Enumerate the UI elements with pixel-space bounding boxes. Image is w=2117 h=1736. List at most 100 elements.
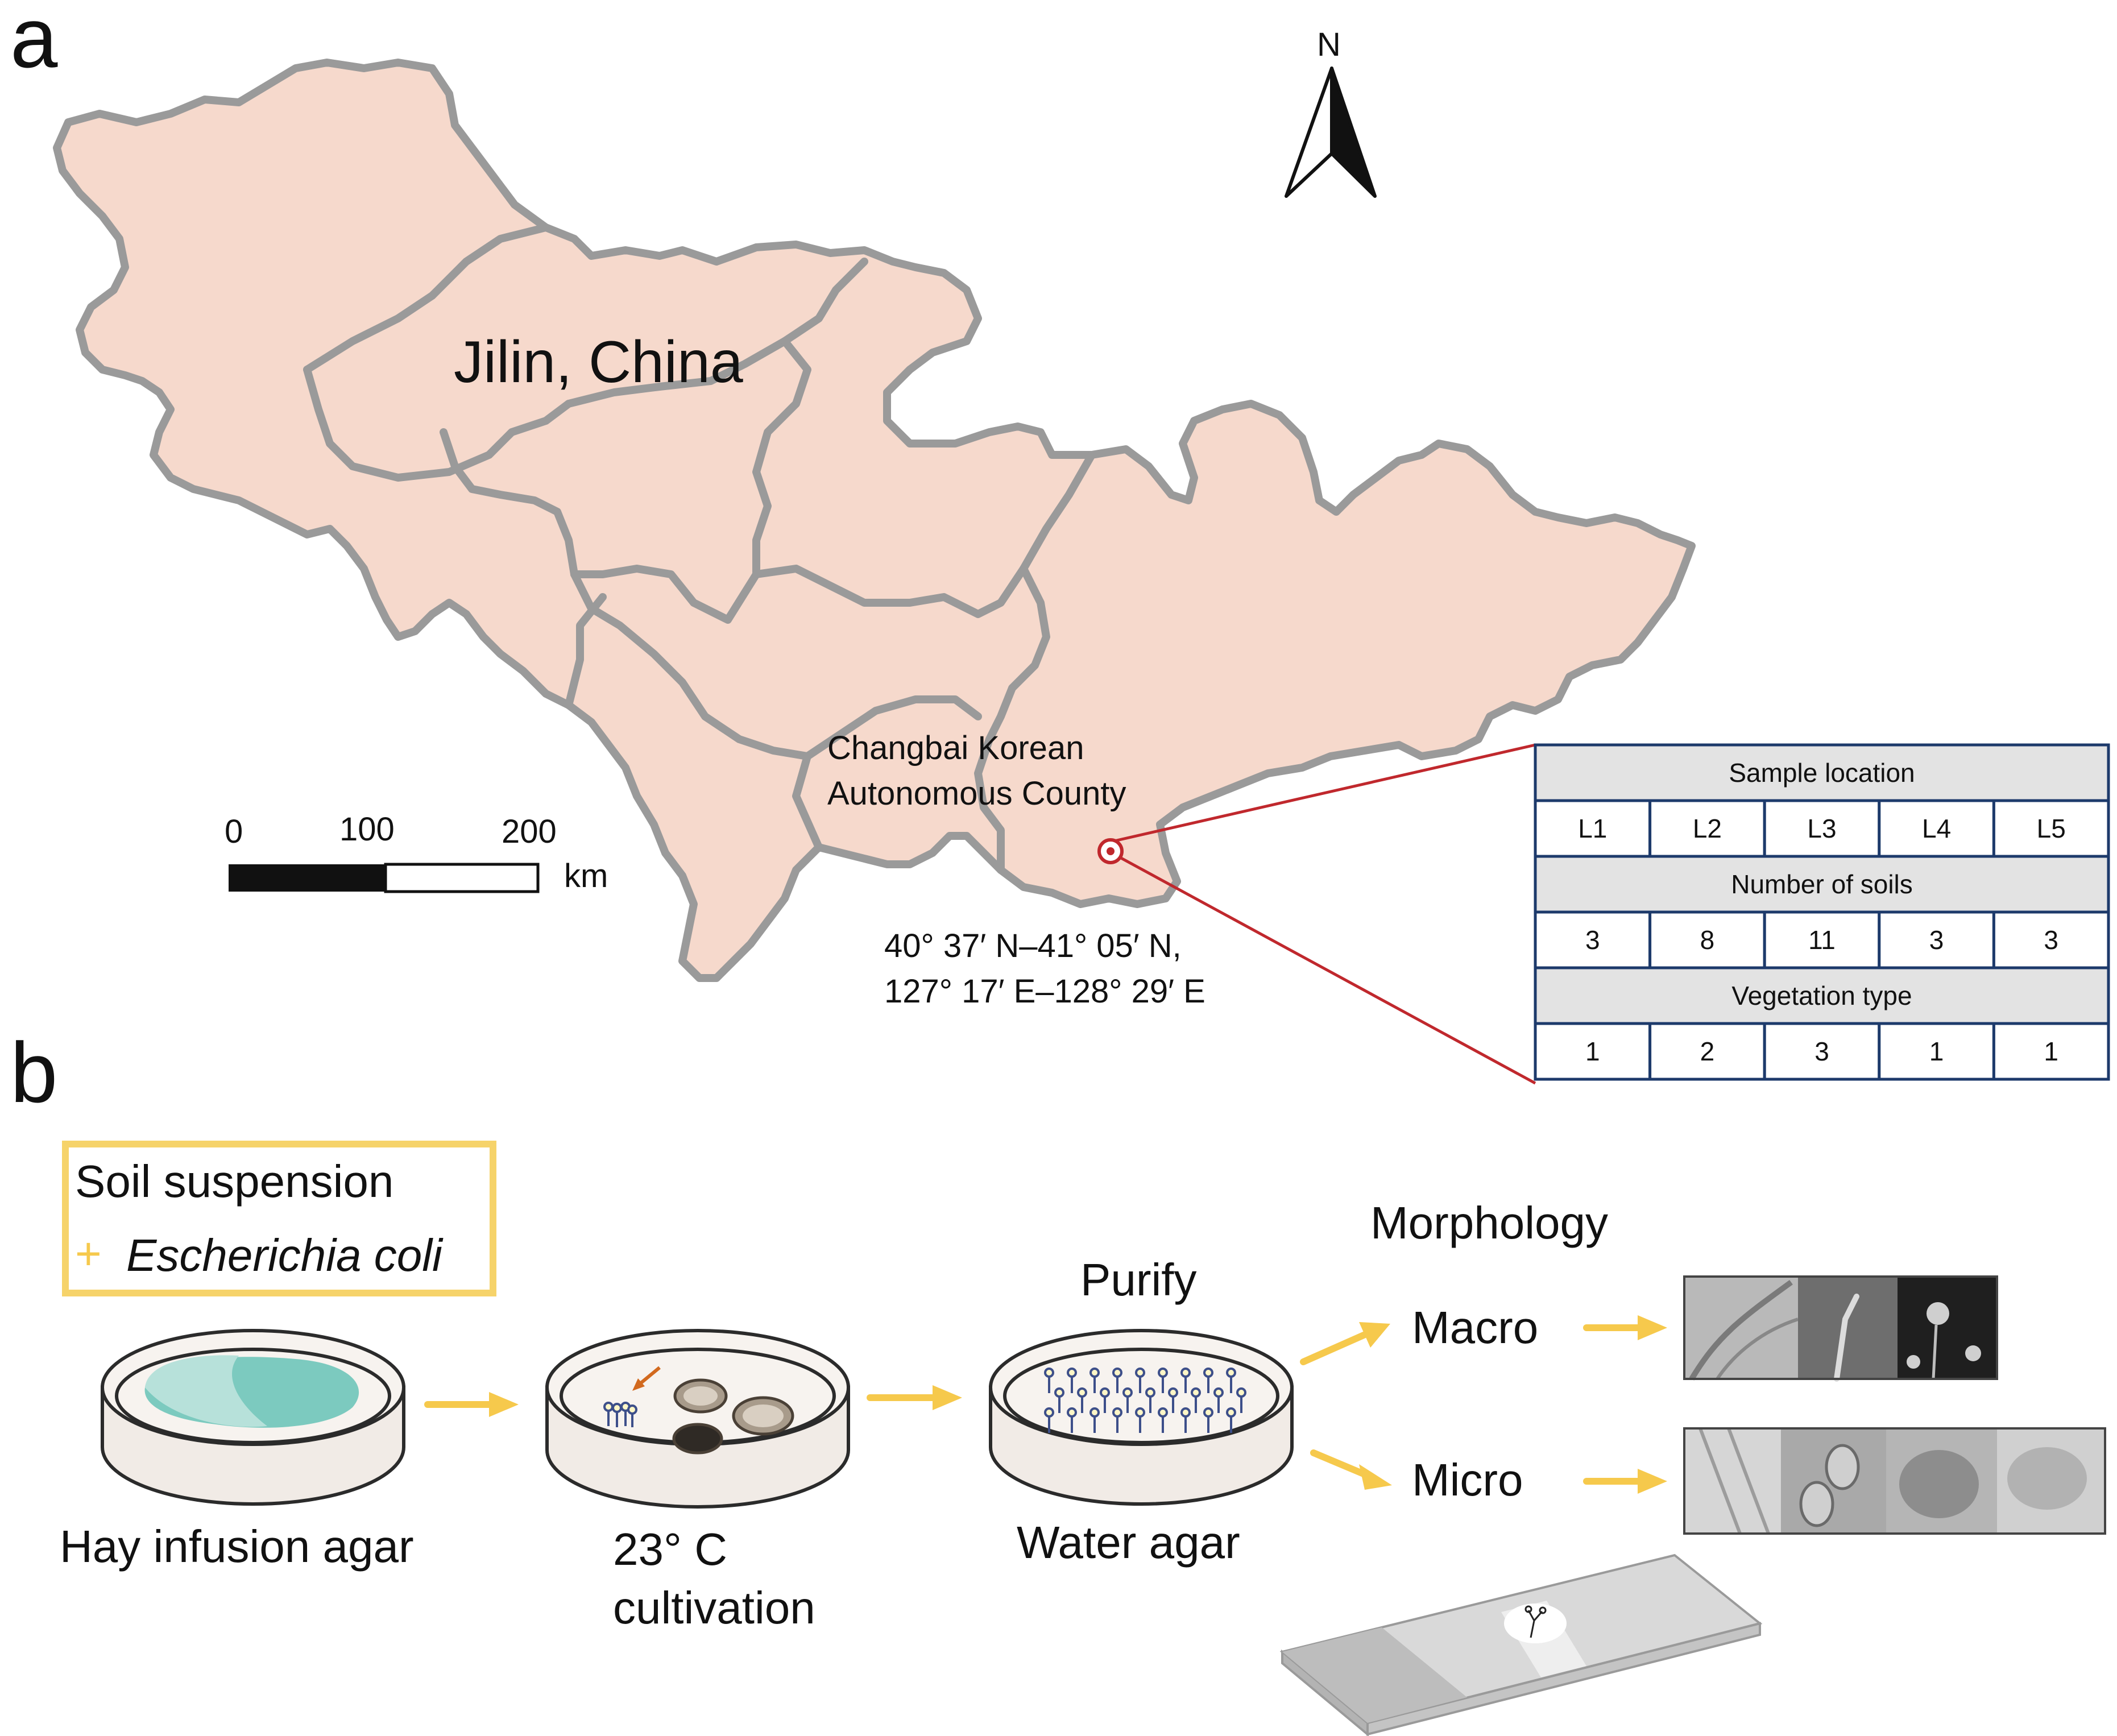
table-header-cell	[1534, 966, 2110, 1025]
panel-b-label: b	[10, 1025, 57, 1120]
table-cell	[1992, 1022, 2110, 1081]
fungus-spore-head	[1203, 1407, 1213, 1418]
jilin-map	[53, 59, 1696, 982]
fungus-spore-head	[1158, 1368, 1168, 1378]
inoculum-line1: Soil suspension	[75, 1156, 393, 1207]
table-header: Sample location	[1729, 758, 1915, 788]
prefecture-border	[565, 258, 868, 408]
arrow-icon	[1583, 1315, 1667, 1340]
prefecture-border	[752, 337, 811, 578]
fungus-spore-head	[1054, 1387, 1064, 1398]
table-cell-value: 1	[1929, 1037, 1944, 1066]
coordinates-line1: 40° 37′ N–41° 05′ N,	[884, 927, 1182, 964]
scale-bar-black	[229, 864, 386, 892]
table-header: Vegetation type	[1731, 981, 1912, 1010]
table-cell	[1763, 799, 1881, 858]
fungus-spore-head	[1203, 1368, 1213, 1378]
prefecture-border	[565, 593, 607, 709]
sample-site-callout	[1097, 743, 1536, 1085]
fungus-spore-head	[1112, 1407, 1122, 1418]
prefecture-border	[570, 565, 760, 624]
prefecture-border	[303, 223, 550, 374]
fungus-spore-head	[1213, 1387, 1224, 1398]
prefecture-border	[974, 565, 1050, 874]
fungus-spore-head	[1089, 1407, 1100, 1418]
table-cell-value: L4	[1922, 814, 1951, 843]
prefecture-border	[803, 695, 982, 760]
table-cell-value: L1	[1578, 814, 1607, 843]
fungus-spore-head	[1100, 1387, 1110, 1398]
scale-tick-200: 200	[502, 813, 557, 850]
table-cell-value: 8	[1700, 925, 1715, 955]
fungus-colonies-icon	[1044, 1368, 1246, 1433]
prefecture-border	[752, 451, 1096, 618]
table-cell	[1534, 910, 1652, 969]
table-cell-value: 2	[1700, 1037, 1715, 1066]
sample-site-dot-icon	[1107, 847, 1115, 855]
fungus-spore-head	[1044, 1368, 1054, 1378]
fungus-spore-head	[1122, 1387, 1133, 1398]
cultivation-label: cultivation	[613, 1582, 815, 1633]
micro-micrographs	[1683, 1427, 2106, 1535]
table-cell	[1648, 1022, 1766, 1081]
fungus-spore-head	[1044, 1407, 1054, 1418]
water-agar-label: Water agar	[1017, 1517, 1240, 1568]
table-cell-value: 3	[1585, 925, 1600, 955]
inoculum-box-border	[62, 1141, 496, 1296]
arrow-icon	[1300, 1322, 1390, 1365]
fungus-spore-head	[1226, 1407, 1236, 1418]
fungus-spore-head	[1135, 1368, 1145, 1378]
prefecture-border	[440, 428, 578, 578]
hay-infusion-label: Hay infusion agar	[60, 1521, 414, 1572]
table-header-cell	[1534, 855, 2110, 914]
fungus-spore-head	[1191, 1387, 1201, 1398]
fungus-spore-head	[1158, 1407, 1168, 1418]
microscope-slide-icon	[1279, 1553, 1763, 1736]
north-arrow-right-icon	[1330, 67, 1377, 198]
macro-micrographs	[1683, 1275, 1998, 1382]
table-cell	[1878, 1022, 1995, 1081]
scale-bar: 0 100 200 km	[225, 811, 608, 894]
coordinates-line2: 127° 17′ E–128° 29′ E	[884, 973, 1205, 1010]
table-header: Number of soils	[1731, 869, 1913, 899]
prefecture-border	[792, 752, 823, 851]
plus-icon: +	[75, 1228, 102, 1279]
fungus-spore-head	[1089, 1368, 1100, 1378]
jilin-outline	[53, 59, 1696, 982]
fungus-spore-head	[1168, 1387, 1178, 1398]
scale-tick-0: 0	[225, 813, 243, 850]
fungus-spore-head	[1236, 1387, 1246, 1398]
table-cell	[1648, 799, 1766, 858]
fungus-spore-head	[1077, 1387, 1087, 1398]
prefecture-border	[570, 570, 811, 760]
north-arrow: N	[1285, 26, 1377, 198]
purify-label: Purify	[1080, 1254, 1197, 1305]
cultivation-temp-label: 23° C	[613, 1524, 727, 1575]
table-cell-value: L3	[1807, 814, 1836, 843]
scale-tick-100: 100	[339, 811, 395, 848]
fungus-spore-head	[1135, 1407, 1145, 1418]
callout-line-top	[1111, 743, 1536, 843]
inoculum-organism: Escherichia coli	[126, 1230, 444, 1281]
scale-unit: km	[564, 857, 608, 894]
table-cell-value: 3	[1929, 925, 1944, 955]
table-cell-value: 3	[2044, 925, 2058, 955]
macro-label: Macro	[1412, 1302, 1538, 1353]
hay-infusion-dish-icon	[101, 1329, 405, 1506]
panel-a-label: a	[10, 0, 58, 85]
table-cell-value: L2	[1693, 814, 1722, 843]
arrow-icon	[867, 1385, 962, 1410]
arrow-icon	[424, 1392, 519, 1417]
fungus-spore-head	[1145, 1387, 1155, 1398]
fungus-spore-head	[1067, 1368, 1077, 1378]
fungus-spore-head	[1112, 1368, 1122, 1378]
table-cell	[1992, 910, 2110, 969]
site-name-line1: Changbai Korean	[827, 730, 1084, 767]
water-agar-dish-icon	[989, 1329, 1294, 1506]
macro-micrograph	[1798, 1277, 1898, 1379]
callout-line-bottom	[1111, 851, 1536, 1085]
scale-bar-white	[384, 863, 540, 893]
